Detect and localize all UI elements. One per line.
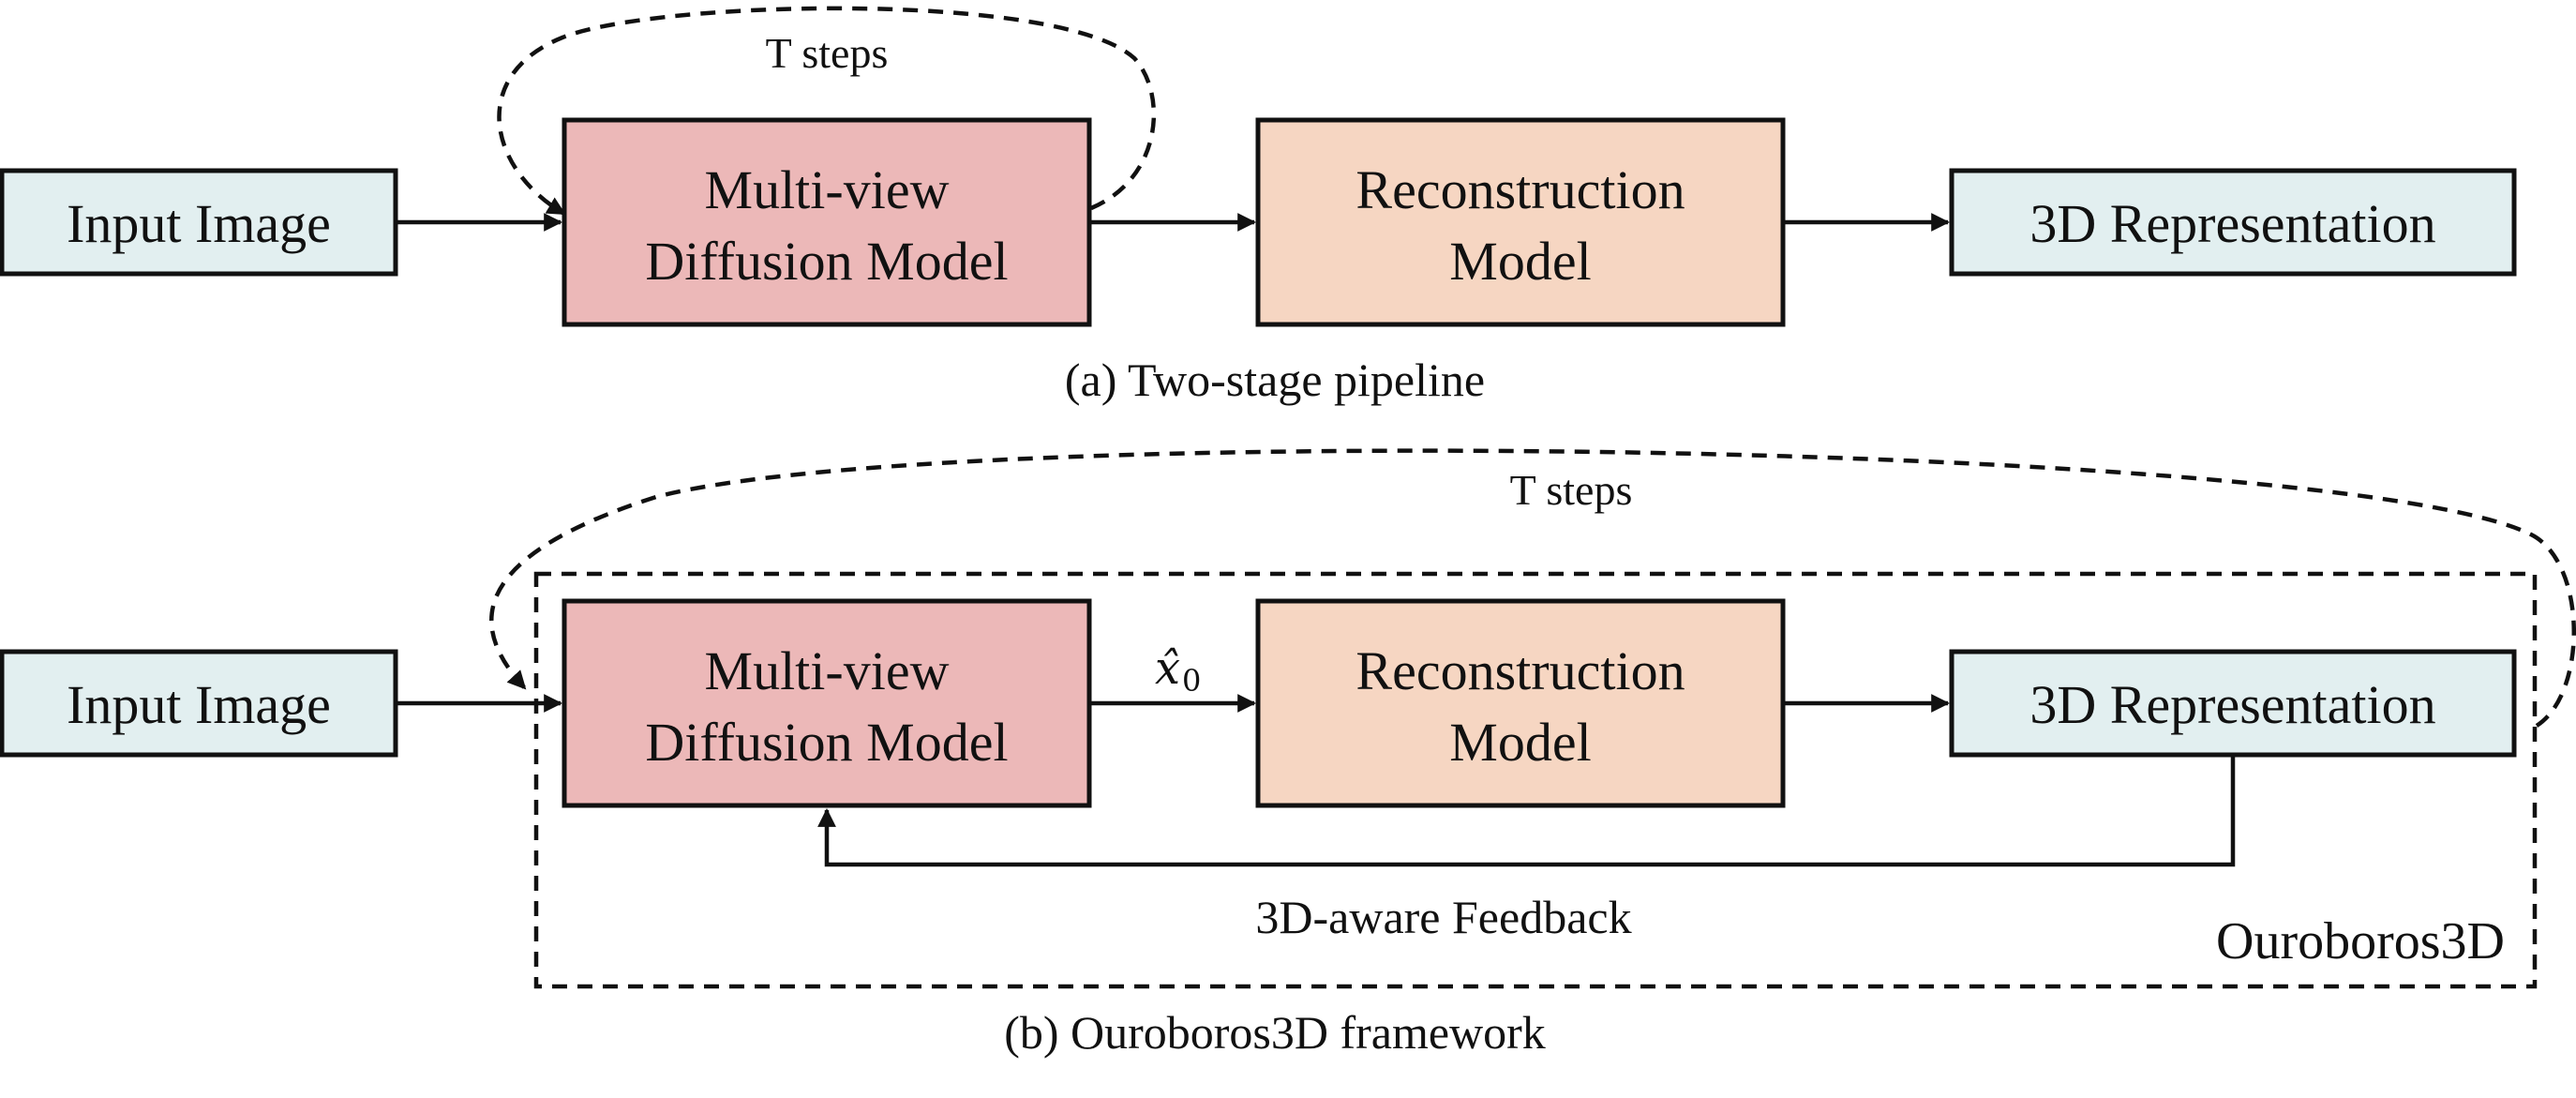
- panel-b-feedback-arrow: [817, 757, 2236, 867]
- panel-b-reconstruction-box: [1255, 598, 1786, 808]
- panel-a-loop-label: T steps: [766, 29, 889, 77]
- panel-a-representation-box: [1949, 168, 2517, 277]
- panel-b-edge-symbol-main: x̂: [1155, 642, 1180, 695]
- panel-b-framework-label: Ouroboros3D: [2216, 912, 2505, 970]
- panel-a-input-label: Input Image: [67, 193, 331, 254]
- panel-a-input-node: Input Image: [0, 168, 398, 277]
- panel-b-loop-label: T steps: [1510, 466, 1633, 514]
- panel-a-diffusion-label-line2: Diffusion Model: [645, 231, 1008, 292]
- panel-a-caption: (a) Two-stage pipeline: [1065, 353, 1485, 406]
- panel-a-reconstruction-box: [1255, 117, 1786, 327]
- panel-a: T steps Input Image Multi-view Diffusion…: [0, 6, 2517, 406]
- panel-a-diffusion-node: Multi-view Diffusion Model: [562, 117, 1092, 327]
- panel-b-diffusion-box: [562, 598, 1092, 808]
- panel-a-representation-node: 3D Representation: [1949, 168, 2517, 277]
- panel-b-input-box: [0, 649, 398, 758]
- panel-b-input-label: Input Image: [67, 674, 331, 735]
- panel-b-feedback-label: 3D-aware Feedback: [1255, 891, 1631, 943]
- panel-a-representation-label: 3D Representation: [2029, 193, 2435, 254]
- panel-b-diffusion-label-line1: Multi-view: [705, 640, 950, 701]
- panel-b-diffusion-node: Multi-view Diffusion Model: [562, 598, 1092, 808]
- panel-a-diffusion-label-line1: Multi-view: [705, 159, 950, 220]
- panel-a-loop-arrow: [497, 6, 1157, 216]
- panel-b-representation-label: 3D Representation: [2029, 674, 2435, 735]
- panel-b-diffusion-label-line2: Diffusion Model: [645, 712, 1008, 773]
- panel-a-reconstruction-label-line2: Model: [1449, 231, 1591, 292]
- panel-b-representation-node: 3D Representation: [1949, 649, 2517, 758]
- panel-b-input-node: Input Image: [0, 649, 398, 758]
- panel-b-framework-boundary: [533, 571, 2538, 989]
- panel-b-reconstruction-label-line2: Model: [1449, 712, 1591, 773]
- panel-a-reconstruction-node: Reconstruction Model: [1255, 117, 1786, 327]
- panel-b-reconstruction-label-line1: Reconstruction: [1355, 640, 1685, 701]
- panel-b-edge-symbol: x̂ 0: [1155, 642, 1201, 699]
- panel-a-diffusion-box: [562, 117, 1092, 327]
- panel-b: Ouroboros3D T steps Input Image Multi-vi…: [0, 448, 2576, 1059]
- panel-b-reconstruction-node: Reconstruction Model: [1255, 598, 1786, 808]
- panel-b-edge-symbol-subscript: 0: [1182, 663, 1201, 699]
- panel-b-loop-arrow: [489, 448, 2576, 728]
- panel-b-representation-box: [1949, 649, 2517, 758]
- panel-b-caption: (b) Ouroboros3D framework: [1004, 1006, 1546, 1059]
- panel-a-reconstruction-label-line1: Reconstruction: [1355, 159, 1685, 220]
- panel-a-input-box: [0, 168, 398, 277]
